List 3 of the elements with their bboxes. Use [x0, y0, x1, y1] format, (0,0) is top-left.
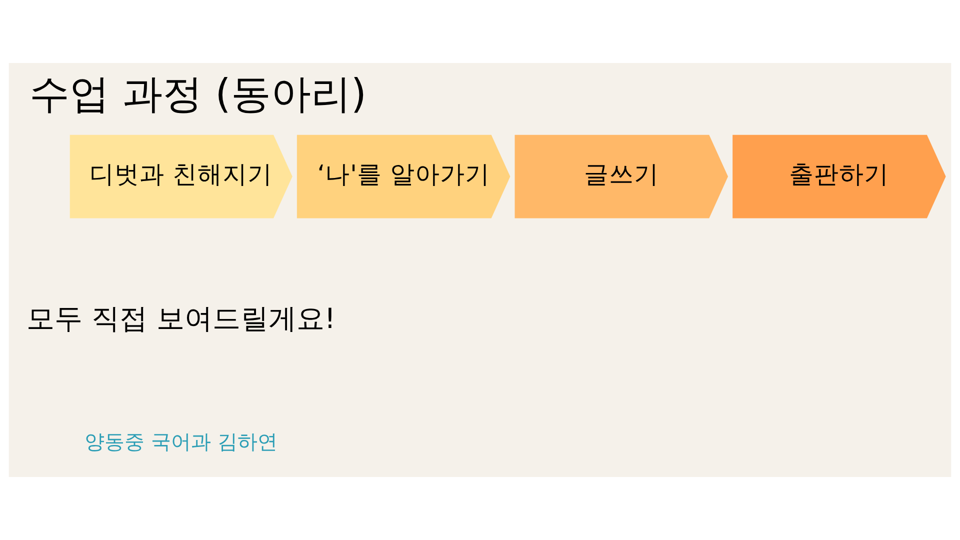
diagram-title: 수업 과정 (동아리) [30, 71, 367, 118]
label: 모두 직접 보여드릴게요! [26, 302, 336, 335]
label: 양동중 국어과 김하연 [84, 429, 278, 454]
